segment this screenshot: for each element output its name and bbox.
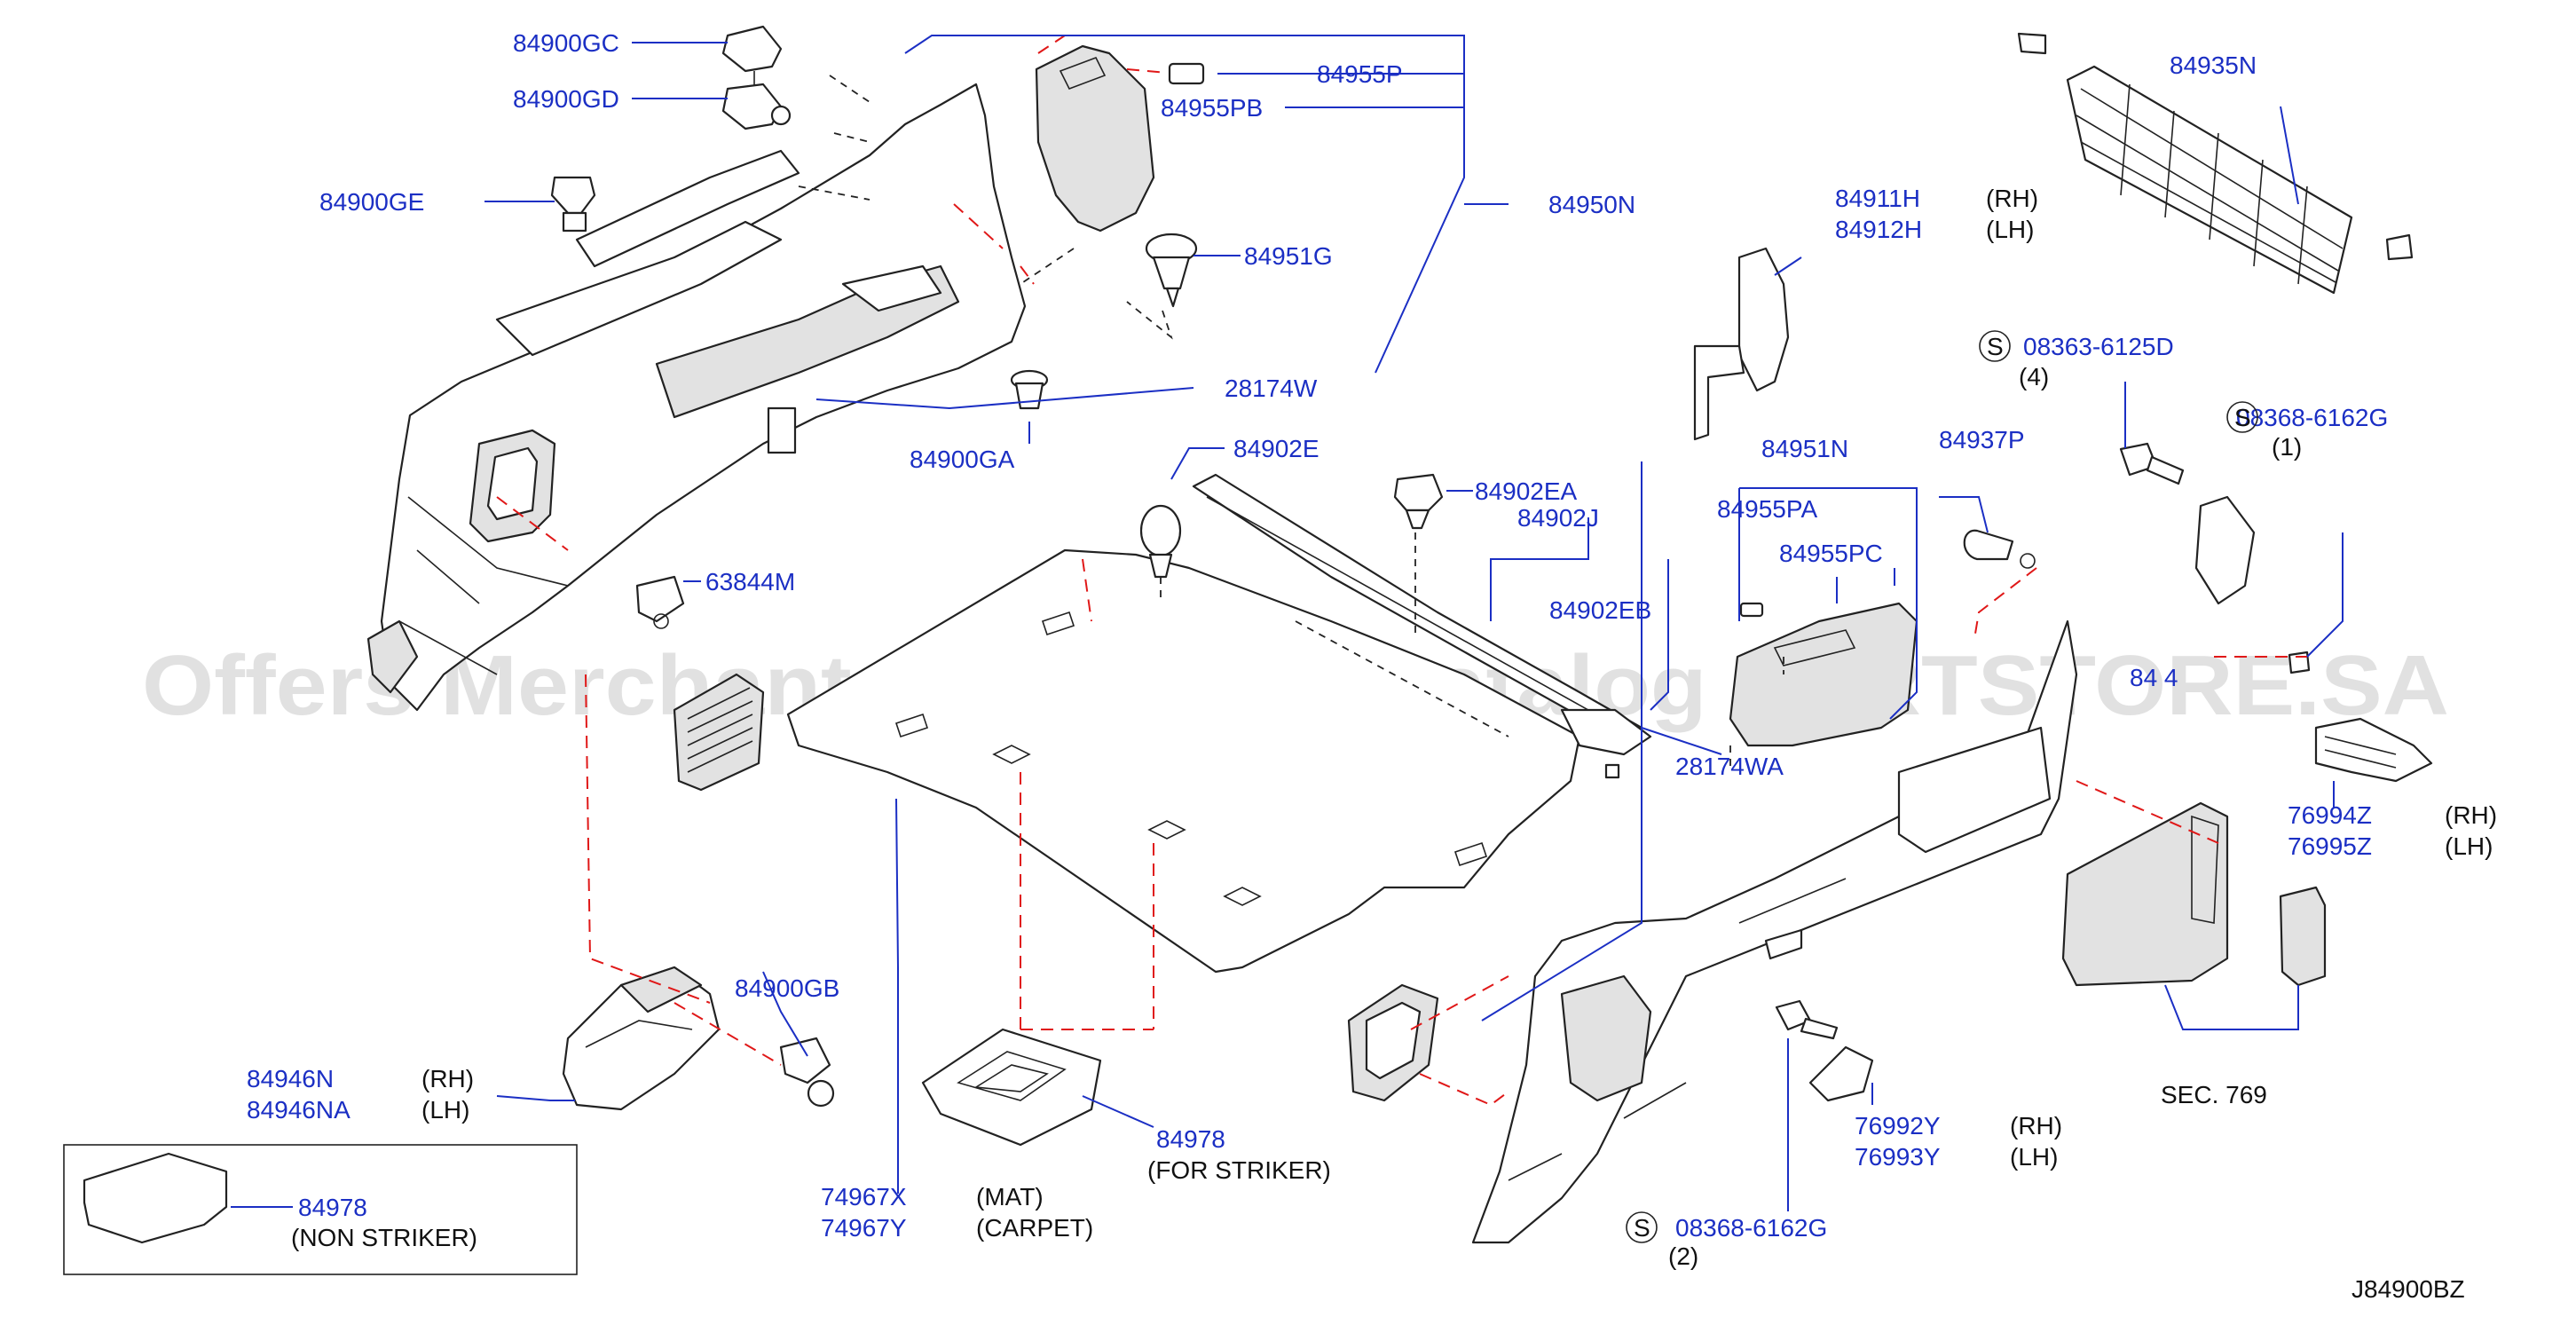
right-quarter-trim-panel xyxy=(1471,619,2078,1244)
label-08368-6162g-upper[interactable]: 08368-6162G xyxy=(2236,404,2388,431)
label-84978-striker[interactable]: 84978 xyxy=(1156,1125,1225,1153)
label-84935n[interactable]: 84935N xyxy=(2170,51,2257,79)
bracket-84946n xyxy=(562,966,721,1111)
clip-63844m xyxy=(635,575,685,629)
note-rh-76994z: (RH) xyxy=(2445,801,2497,829)
bracket-76992y xyxy=(1808,1045,1874,1102)
label-84912h[interactable]: 84912H xyxy=(1835,216,1922,243)
non-striker-plate-84978 xyxy=(83,1152,228,1244)
label-76994z[interactable]: 76994Z xyxy=(2288,801,2372,829)
hook-84937p xyxy=(1963,529,2036,569)
label-08368-6162g-lower[interactable]: 08368-6162G xyxy=(1675,1214,1827,1242)
note-rh-84911h: (RH) xyxy=(1986,185,2038,212)
trim-cover-84955pb xyxy=(1035,44,1155,233)
non-striker-legend-box xyxy=(63,1144,578,1275)
quarter-window-frame xyxy=(1347,983,1439,1102)
clip-84900gc xyxy=(721,25,783,85)
notes: (RH) (LH) S (4) S (1) (RH) (LH) SEC. 769… xyxy=(291,185,2497,1303)
label-76993y[interactable]: 76993Y xyxy=(1855,1143,1941,1171)
s-mark-upper-left: S xyxy=(1987,333,2004,360)
label-84902j[interactable]: 84902J xyxy=(1517,504,1599,532)
label-84951n[interactable]: 84951N xyxy=(1761,435,1848,462)
label-84937p[interactable]: 84937P xyxy=(1939,426,2025,453)
label-84946n[interactable]: 84946N xyxy=(247,1065,334,1092)
clip-84955p xyxy=(1168,62,1205,85)
leader-lines xyxy=(484,35,2344,1211)
note-carpet: (CARPET) xyxy=(976,1214,1093,1242)
label-76992y[interactable]: 76992Y xyxy=(1855,1112,1941,1140)
note-lh-76995z: (LH) xyxy=(2445,832,2493,860)
clip-84955pa xyxy=(1739,602,1764,618)
label-84900ge[interactable]: 84900GE xyxy=(319,188,424,216)
label-08363-6125d[interactable]: 08363-6125D xyxy=(2023,333,2174,360)
vent-grille xyxy=(673,673,765,792)
label-84902e[interactable]: 84902E xyxy=(1233,435,1320,462)
clip-84902ea xyxy=(1393,473,1444,530)
clip-84900gb xyxy=(779,1037,835,1108)
assembly-lines xyxy=(496,35,2307,1107)
part-number-labels: 84900GC 84900GD 84900GE 84955P 84955PB 8… xyxy=(247,29,2388,1242)
bolt-08368-6162g-upper xyxy=(2288,651,2311,674)
label-74967y[interactable]: 74967Y xyxy=(821,1214,907,1242)
label-84900gc[interactable]: 84900GC xyxy=(513,29,619,57)
label-76995z[interactable]: 76995Z xyxy=(2288,832,2372,860)
clip-84951g xyxy=(1145,233,1198,308)
label-84900gd[interactable]: 84900GD xyxy=(513,85,619,113)
left-quarter-trim-panel xyxy=(366,83,1027,712)
cargo-net-84935n xyxy=(2017,32,2414,295)
diagram-code: J84900BZ xyxy=(2351,1275,2465,1303)
label-84955pa[interactable]: 84955PA xyxy=(1717,495,1817,523)
clip-84900gd xyxy=(721,83,792,130)
note-rh-76992y: (RH) xyxy=(2010,1112,2062,1140)
s-mark-upper-right: S xyxy=(2234,404,2251,431)
note-non-striker: (NON STRIKER) xyxy=(291,1224,477,1251)
bracket-84911h xyxy=(1693,247,1790,441)
clip-84902e xyxy=(1139,504,1182,579)
bracket-84-4 xyxy=(2194,495,2256,605)
label-84902eb[interactable]: 84902EB xyxy=(1549,596,1651,624)
clip-84900ge xyxy=(550,176,596,233)
label-84955p[interactable]: 84955P xyxy=(1317,60,1403,88)
label-84950n[interactable]: 84950N xyxy=(1548,191,1635,218)
bolt-08368-6162g-lower xyxy=(1775,999,1839,1040)
label-84978-non-striker[interactable]: 84978 xyxy=(298,1194,367,1221)
label-84-4[interactable]: 84 4 xyxy=(2130,664,2178,691)
trim-cover-84955pc xyxy=(1729,602,1918,747)
note-lh-84946na: (LH) xyxy=(421,1096,469,1124)
label-63844m[interactable]: 63844M xyxy=(705,568,795,595)
label-84911h[interactable]: 84911H xyxy=(1835,185,1920,212)
note-lh-76993y: (LH) xyxy=(2010,1143,2058,1171)
note-sec-769: SEC. 769 xyxy=(2161,1081,2267,1108)
note-qty-1: (1) xyxy=(2272,433,2302,461)
note-mat: (MAT) xyxy=(976,1183,1044,1211)
note-rh-84946n: (RH) xyxy=(421,1065,474,1092)
label-84955pc[interactable]: 84955PC xyxy=(1779,540,1883,567)
label-84900ga[interactable]: 84900GA xyxy=(910,446,1015,473)
note-qty-2: (2) xyxy=(1668,1242,1698,1270)
s-circle-upper-right xyxy=(2226,401,2258,433)
bracket-76994z xyxy=(2314,717,2433,783)
note-lh-84912h: (LH) xyxy=(1986,216,2034,243)
floor-mat-74967x xyxy=(786,548,1581,974)
label-28174w[interactable]: 28174W xyxy=(1225,375,1318,402)
s-mark-lower: S xyxy=(1634,1214,1650,1242)
striker-plate-84978 xyxy=(921,1028,1102,1147)
label-84951g[interactable]: 84951G xyxy=(1244,242,1333,270)
note-qty-4: (4) xyxy=(2019,363,2049,390)
note-for-striker: (FOR STRIKER) xyxy=(1147,1156,1331,1184)
label-74967x[interactable]: 74967X xyxy=(821,1183,907,1211)
label-84900gb[interactable]: 84900GB xyxy=(735,974,839,1002)
sec-769-parts xyxy=(2061,801,2327,987)
s-circle-lower xyxy=(1626,1211,1658,1243)
label-84902ea[interactable]: 84902EA xyxy=(1475,477,1578,505)
s-circle-upper-left xyxy=(1979,330,2011,362)
bolt-08363-6125d xyxy=(2119,442,2185,485)
label-28174wa[interactable]: 28174WA xyxy=(1675,753,1784,780)
label-84946na[interactable]: 84946NA xyxy=(247,1096,351,1124)
label-84955pb[interactable]: 84955PB xyxy=(1161,94,1263,122)
